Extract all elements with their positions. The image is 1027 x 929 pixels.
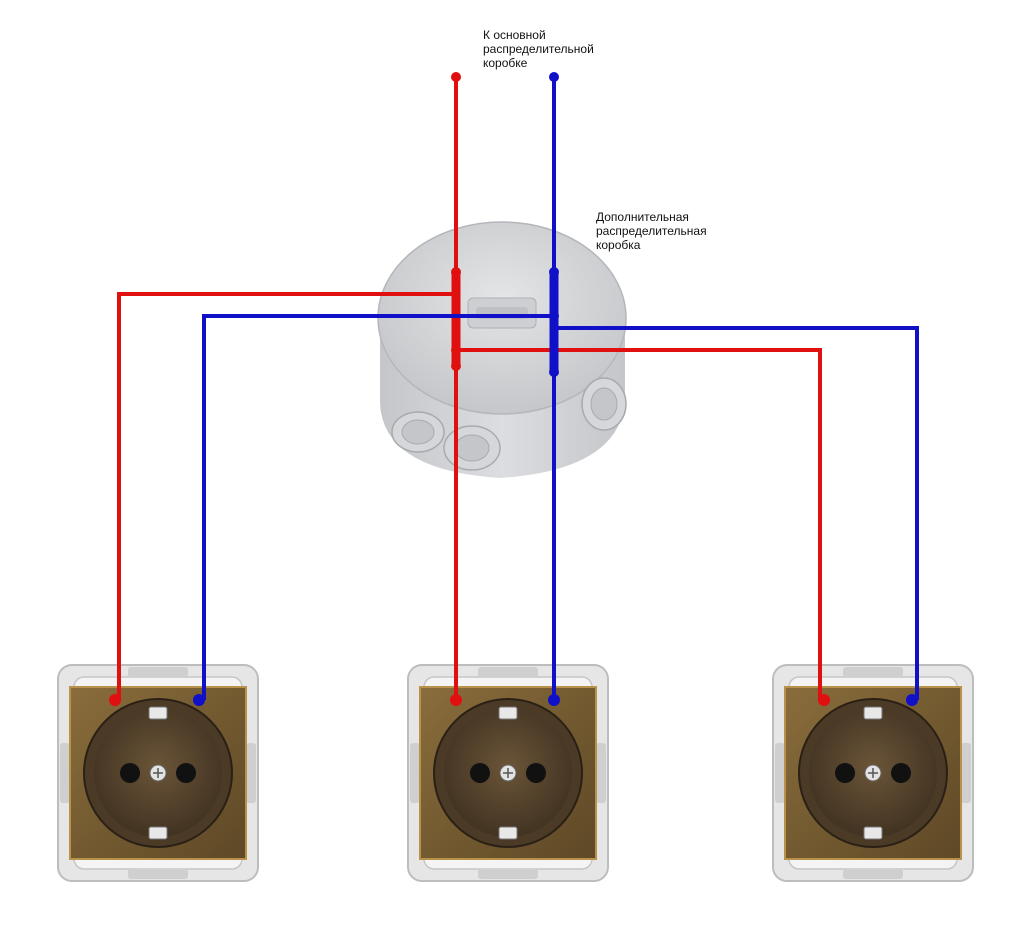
socket-left-phase-terminal <box>109 694 121 706</box>
cable-gland-right <box>581 377 627 431</box>
extra-box-label: Дополнительная распределительная коробка <box>596 210 707 252</box>
main-box-label: К основной распределительной коробке <box>483 28 594 70</box>
phase-wires <box>117 77 822 700</box>
socket-center <box>407 664 609 882</box>
phase-wire-right <box>456 348 822 700</box>
cable-gland-left <box>391 411 445 453</box>
neutral-bus-terminal-mid <box>549 311 559 321</box>
socket-right-phase-terminal <box>818 694 830 706</box>
phase-bus-terminal-mid <box>451 345 461 355</box>
terminal-dots <box>109 72 918 706</box>
neutral-bus-terminal-top <box>549 267 559 277</box>
neutral-wire-left <box>202 314 554 700</box>
socket-center-phase-terminal <box>450 694 462 706</box>
neutral-bus-terminal-bottom <box>549 367 559 377</box>
phase-feed-terminal <box>451 72 461 82</box>
phase-wire-left <box>117 292 456 700</box>
socket-right <box>772 664 974 882</box>
socket-left-neutral-terminal <box>193 694 205 706</box>
socket-right-neutral-terminal <box>906 694 918 706</box>
neutral-wire-right <box>554 326 919 700</box>
socket-center-neutral-terminal <box>548 694 560 706</box>
neutral-feed-terminal <box>549 72 559 82</box>
phase-bus-terminal-top <box>451 267 461 277</box>
socket-left <box>57 664 259 882</box>
neutral-wires <box>202 77 919 700</box>
phase-bus-terminal-bottom <box>451 361 461 371</box>
cable-gland-bottom <box>443 425 501 471</box>
